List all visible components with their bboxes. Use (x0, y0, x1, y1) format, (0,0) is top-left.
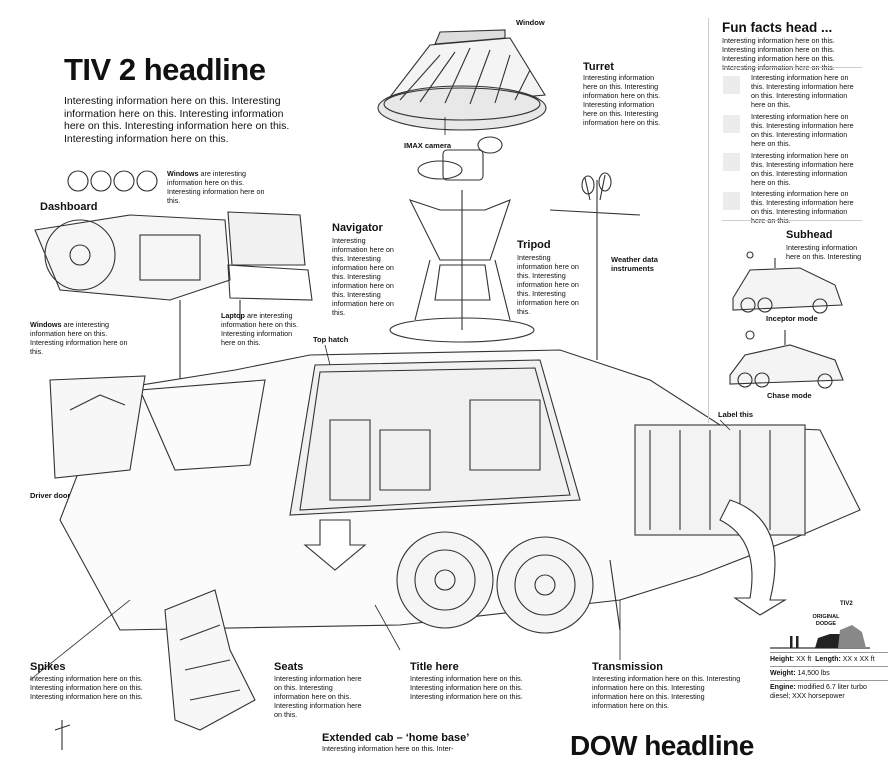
navigator-body: Interesting information here on this. In… (332, 236, 394, 317)
weather-label: Weather data instruments (611, 255, 658, 273)
fun-facts-head: Fun facts head ... (722, 20, 833, 35)
subhead-rule (722, 220, 862, 221)
extended-cab-body: Interesting information here on this. In… (322, 744, 454, 753)
chase-mode-caption: Chase mode (767, 391, 812, 400)
extended-cab-title: Extended cab – ‘home base’ (322, 732, 470, 744)
size-comparison-sketch (770, 625, 870, 649)
dashboard-label: Dashboard (40, 201, 98, 213)
stats-row-weight: Weight: 14,500 lbs (770, 666, 888, 680)
fact-item-1: Interesting information here on this. In… (751, 73, 854, 109)
original-dodge-label: ORIGINAL DODGE (812, 614, 840, 627)
windows-top-note: Windows are interesting information here… (167, 169, 265, 205)
tripod-body: Interesting information here on this. In… (517, 253, 579, 316)
turret-title: Turret (583, 61, 614, 73)
vehicle-body-sketch (49, 349, 861, 631)
turret-sketch (377, 29, 547, 131)
tiv2-label: TIV2 (840, 601, 853, 607)
intro-text: Interesting information here on this. In… (64, 95, 290, 145)
window-label: Window (516, 18, 545, 27)
leader-lines (29, 117, 731, 681)
wheels-sketch (396, 531, 621, 634)
fact-icon-4 (723, 192, 740, 210)
stats-row-engine: Engine: modified 6.7 liter turbo diesel;… (770, 680, 888, 703)
title-here-body: Interesting information here on this. In… (410, 674, 523, 701)
windows-left-note: Windows are interesting information here… (30, 320, 128, 356)
fact-icon-1 (723, 76, 740, 94)
stats-table: Height: XX ft Length: XX x XX ft Weight:… (770, 652, 888, 703)
transmission-title: Transmission (592, 661, 663, 673)
spikes-body: Interesting information here on this. In… (30, 674, 143, 701)
imax-camera-label: IMAX camera (404, 141, 452, 150)
title-here: Title here (410, 661, 459, 673)
dow-headline: DOW headline (570, 730, 754, 761)
dashboard-sketch (34, 170, 313, 410)
antenna-sketch (54, 720, 71, 750)
seats-body: Interesting information here on this. In… (274, 674, 362, 719)
seat-sketch (164, 589, 256, 731)
fact-icon-3 (723, 153, 740, 171)
fact-icon-2 (723, 115, 740, 133)
transmission-body: Interesting information here on this. In… (592, 674, 741, 710)
navigator-title: Navigator (332, 222, 383, 234)
laptop-note: Laptop are interesting information here … (221, 311, 299, 347)
fun-facts-rule (722, 67, 862, 68)
main-headline: TIV 2 headline (64, 52, 266, 87)
inceptor-mode-sketch (732, 251, 843, 314)
inceptor-mode-caption: Inceptor mode (766, 314, 818, 323)
subhead: Subhead (786, 229, 833, 241)
chase-mode-sketch (729, 330, 844, 389)
subhead-body: Interesting information here on this. In… (786, 243, 862, 261)
imax-camera-sketch (389, 136, 535, 343)
spikes-title: Spikes (30, 661, 66, 673)
tripod-title: Tripod (517, 239, 551, 251)
fact-item-2: Interesting information here on this. In… (751, 112, 854, 148)
turret-body: Interesting information here on this. In… (583, 73, 661, 127)
fact-item-3: Interesting information here on this. In… (751, 151, 854, 187)
stats-row-dimensions: Height: XX ft Length: XX x XX ft (770, 652, 888, 666)
driver-door-label: Driver door (30, 491, 71, 500)
weather-mast-sketch (549, 172, 641, 360)
seats-title: Seats (274, 661, 304, 673)
label-this: Label this (718, 410, 754, 419)
top-hatch-label: Top hatch (313, 335, 349, 344)
sidebar-divider (708, 18, 709, 423)
